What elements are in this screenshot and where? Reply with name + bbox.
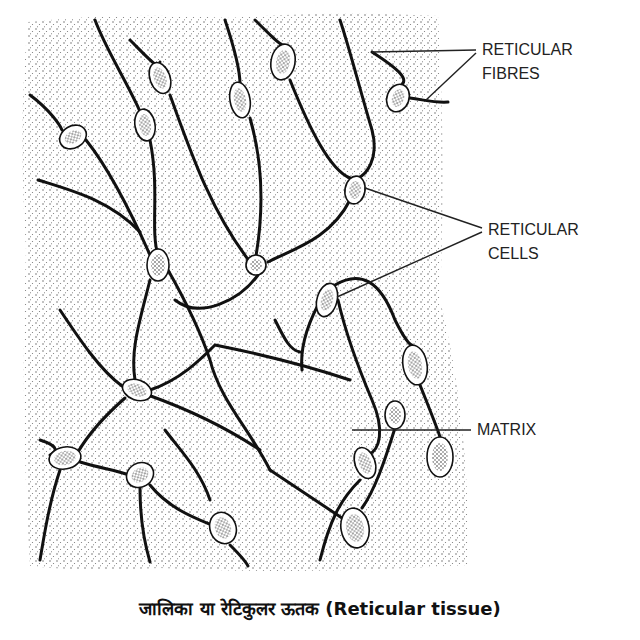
matrix-ground: [22, 13, 468, 570]
figure-caption: जालिका या रेटिकुलर ऊतक (Reticular tissue…: [0, 596, 640, 620]
fibre-label: RETICULAR FIBRES: [482, 38, 612, 86]
reticular-fibres: [30, 20, 448, 566]
leader-lines: [337, 50, 482, 430]
cell-label: RETICULAR CELLS: [488, 218, 618, 266]
matrix-label: MATRIX: [477, 418, 597, 442]
reticular-cells: [47, 42, 453, 550]
